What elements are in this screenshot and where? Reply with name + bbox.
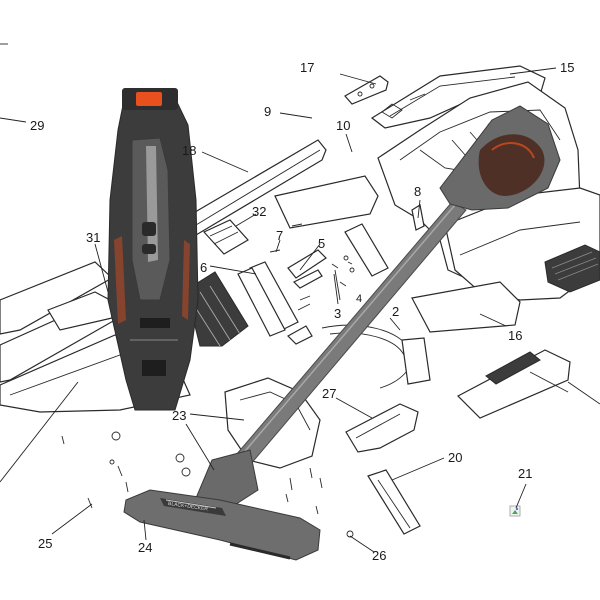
part-16-plate (274, 175, 521, 333)
part-27-bracket (345, 403, 419, 453)
handheld-vacuum (107, 88, 199, 411)
callout-26: 26 (372, 548, 386, 563)
callout-20: 20 (448, 450, 462, 465)
callout-9: 9 (264, 104, 271, 119)
part-5-small-parts (287, 223, 389, 311)
callout-8: 8 (414, 184, 421, 199)
stick-vacuum (123, 105, 561, 561)
callout-32: 32 (252, 204, 266, 219)
callout-5: 5 (318, 236, 325, 251)
accent-button (136, 92, 162, 106)
part-20-rail (367, 469, 421, 535)
callout-24: 24 (138, 540, 152, 555)
callout-17: 17 (300, 60, 314, 75)
leader-lines (0, 67, 600, 553)
callout-15: 15 (560, 60, 574, 75)
callout-29: 29 (30, 118, 44, 133)
callout-10: 10 (336, 118, 350, 133)
callout-3: 3 (334, 306, 341, 321)
callout-4: 4 (356, 293, 362, 305)
part-3-connector (334, 269, 341, 301)
callout-27: 27 (322, 386, 336, 401)
callout-18: 18 (182, 143, 196, 158)
brand-logo: BLACK+DECKER (168, 501, 209, 513)
callout-2: 2 (392, 304, 399, 319)
part-6-filter (185, 219, 299, 347)
callout-23: 23 (172, 408, 186, 423)
part-17-clip (344, 75, 389, 105)
callout-21: 21 (518, 466, 532, 481)
screws (61, 223, 354, 538)
callout-7: 7 (276, 228, 283, 243)
callout-labels: 2 3 4 5 6 7 8 9 10 15 16 17 18 20 21 23 … (30, 60, 574, 563)
part-pcb-board (457, 349, 571, 419)
broken-image-icon (509, 505, 521, 517)
callout-6: 6 (200, 260, 207, 275)
callout-25: 25 (38, 536, 52, 551)
callout-16: 16 (508, 328, 522, 343)
callout-31: 31 (86, 230, 100, 245)
